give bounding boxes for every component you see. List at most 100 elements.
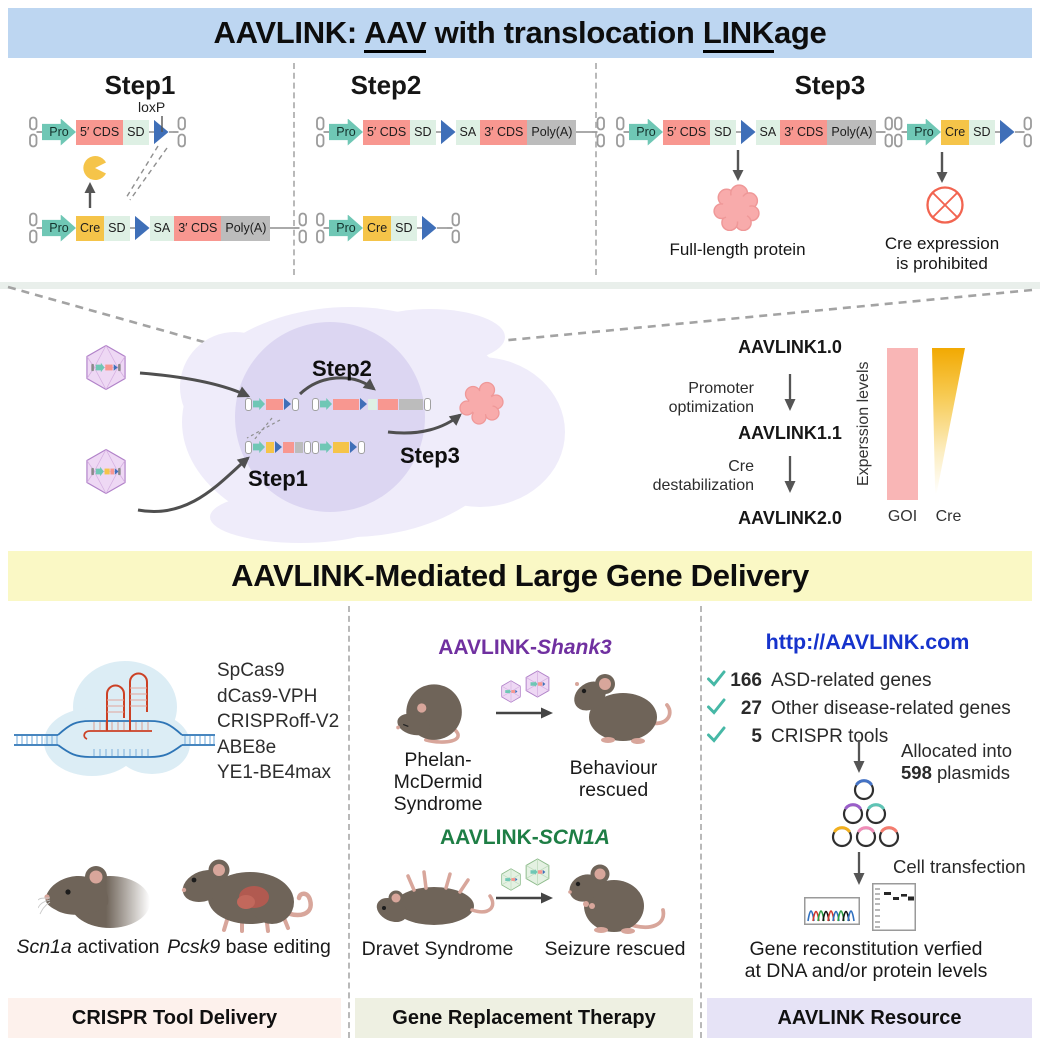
version-arrow-2-icon xyxy=(783,456,797,499)
connector-line xyxy=(436,227,447,229)
shank3-title: AAVLINK-Shank3 xyxy=(438,636,612,659)
promoter-label: Pro xyxy=(336,125,356,139)
aav-capsid-cre-icon xyxy=(84,448,128,500)
promoter-label: Pro xyxy=(49,221,69,235)
segment-5cds: 5′ CDS xyxy=(363,119,411,145)
scn1a-gene-name: Scn1a xyxy=(16,936,72,958)
aav-capsid-goi-icon xyxy=(84,344,128,396)
goi-expression-bar xyxy=(887,348,918,500)
segment-cre: Cre xyxy=(941,119,970,145)
prohibited-icon xyxy=(925,185,965,230)
treatment-arrow-icon xyxy=(496,706,554,724)
segment-cre: Cre xyxy=(76,215,105,241)
footer-gene-replacement-therapy: Gene Replacement Therapy xyxy=(355,998,693,1038)
promoter-arrow: Pro xyxy=(42,118,76,146)
cre-prohibited-caption: Cre expression is prohibited xyxy=(862,234,1022,274)
step3-title: Step3 xyxy=(794,70,866,100)
cre-prohibited-line2: is prohibited xyxy=(896,254,988,273)
connector-line xyxy=(1014,131,1019,133)
mouse-supine-illustration xyxy=(372,862,497,937)
check-icon xyxy=(706,668,726,694)
scn1a-activation-caption: Scn1a activation xyxy=(16,936,160,958)
top-banner-title: AAVLINK: AAV with translocation LINKage xyxy=(214,15,827,53)
cre-expression-wedge xyxy=(932,348,965,500)
segment-sa: SA xyxy=(455,119,481,145)
protein-blob-cell xyxy=(459,381,504,425)
cell-body xyxy=(180,307,565,543)
construct-goi-5prime: Pro 5′ CDS SD xyxy=(28,116,187,148)
connector-line xyxy=(876,131,881,133)
seizure-rescued-caption: Seizure rescued xyxy=(544,938,686,960)
checklist-item: 166 ASD-related genes xyxy=(706,668,1011,694)
crispr-tool-list: SpCas9 dCas9-VPH CRISPRoff-V2 ABE8e YE1-… xyxy=(217,658,339,786)
allocated-label: Allocated into 598 plasmids xyxy=(901,740,1013,783)
mini-construct-cre3 xyxy=(245,440,311,454)
cre-bar-label: Cre xyxy=(935,508,962,525)
arrow-step3 xyxy=(387,413,462,435)
connector-line xyxy=(994,131,1000,133)
version-1-1-label: AAVLINK1.1 xyxy=(738,423,842,443)
aavlink-url-link[interactable]: http://AAVLINK.com xyxy=(765,630,970,654)
item-count: 27 xyxy=(740,698,762,719)
expression-axis-label: Experssion levels xyxy=(855,361,872,487)
itr-icon xyxy=(28,116,42,148)
pcsk9-gene-name: Pcsk9 xyxy=(167,936,221,958)
segment-3cds: 3′ CDS xyxy=(480,119,528,145)
tool-item: SpCas9 xyxy=(217,660,285,681)
promoter-label: Pro xyxy=(636,125,656,139)
callout-dashed-left xyxy=(7,285,269,362)
tool-item: CRISPRoff-V2 xyxy=(217,711,340,732)
connector-line xyxy=(129,227,135,229)
treatment-arrow-icon xyxy=(496,891,554,909)
segment-sd: SD xyxy=(123,119,149,145)
item-count: 5 xyxy=(751,726,762,747)
promoter-label: Pro xyxy=(336,221,356,235)
connector-line xyxy=(435,131,441,133)
loxp-triangle-icon xyxy=(440,119,456,145)
promoter-arrow: Pro xyxy=(329,118,363,146)
cell-step1-label: Step1 xyxy=(248,466,308,491)
segment-polya: Poly(A) xyxy=(827,119,877,145)
aav-capsid-small-green-icon xyxy=(524,858,551,891)
top-banner: AAVLINK: AAV with translocation LINKage xyxy=(8,8,1032,58)
version-arrow-1-icon xyxy=(783,374,797,417)
loxp-triangle-icon xyxy=(421,215,437,241)
segment-sd: SD xyxy=(410,119,436,145)
check-icon xyxy=(706,724,726,750)
itr-icon xyxy=(294,212,308,244)
plasmid-pyramid-icon xyxy=(830,779,902,854)
dravet-caption: Dravet Syndrome xyxy=(361,938,514,960)
aav-capsid-small-purple-icon xyxy=(500,680,522,708)
cell-transfection-label: Cell transfection xyxy=(893,856,1026,877)
itr-icon xyxy=(592,116,606,148)
footer-crispr-tool-delivery: CRISPR Tool Delivery xyxy=(8,998,341,1038)
divider-gene-resource xyxy=(700,606,702,1038)
cell-step2-label: Step2 xyxy=(312,356,372,381)
step2-title: Step2 xyxy=(350,70,422,100)
mouse-sitting-illustration xyxy=(556,856,666,939)
divider-step1-step2 xyxy=(293,63,295,275)
item-label: Other disease-related genes xyxy=(771,698,1011,719)
itr-icon xyxy=(615,116,629,148)
construct-cre-minimal: Pro Cre SD xyxy=(315,212,461,244)
segment-sd: SD xyxy=(969,119,995,145)
promoter-arrow: Pro xyxy=(907,118,941,146)
cre-pacman-icon xyxy=(82,155,108,186)
aav-capsid-small-purple-icon xyxy=(524,670,551,703)
goi-bar-label: GOI xyxy=(887,508,918,525)
loxp-triangle-icon xyxy=(999,119,1015,145)
connector-line xyxy=(148,131,154,133)
cas9-illustration xyxy=(12,652,217,792)
itr-icon xyxy=(893,116,907,148)
segment-sd: SD xyxy=(710,119,736,145)
item-label: ASD-related genes xyxy=(771,670,932,691)
mouse-curled-illustration xyxy=(390,673,474,750)
loxp-label: loxP xyxy=(138,99,166,115)
transfection-arrow-icon xyxy=(852,852,866,891)
itr-icon xyxy=(315,212,329,244)
segment-polya: Poly(A) xyxy=(527,119,577,145)
itr-icon xyxy=(172,116,187,148)
arrow-capsid1-to-nucleus xyxy=(139,371,251,398)
